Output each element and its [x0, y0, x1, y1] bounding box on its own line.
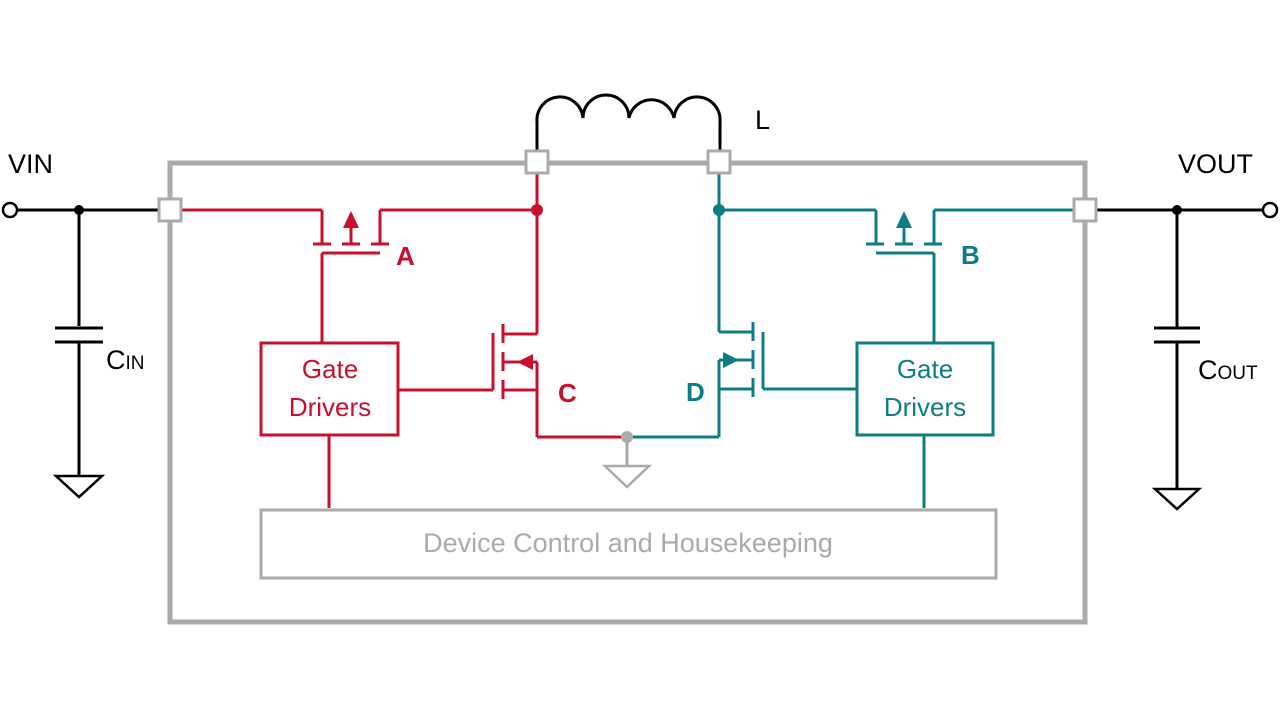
- cout-label-subscript: OUT: [1218, 363, 1259, 384]
- gate-drivers-left-line2: Drivers: [289, 392, 371, 422]
- switch-a-arrow-icon: [343, 211, 359, 228]
- cin-label: CIN: [106, 345, 145, 375]
- cout-label-main: C: [1198, 355, 1218, 385]
- sw1-pin: [524, 149, 550, 175]
- vin-pin: [157, 197, 183, 223]
- teal-wiring: [627, 170, 1077, 508]
- cin-ground-icon: [52, 474, 106, 499]
- ic-package-outline: [167, 160, 1088, 625]
- switch-a-mosfet-icon: [313, 226, 389, 246]
- switch-a-label: A: [396, 241, 415, 271]
- switch-c-label: C: [558, 378, 577, 408]
- pgnd-ground-icon: [601, 464, 653, 489]
- output-side-wiring: [1093, 208, 1263, 490]
- vin-junction-dot: [74, 205, 84, 215]
- vout-label: VOUT: [1178, 149, 1253, 179]
- gate-drivers-left-block: [259, 341, 400, 437]
- vout-pin: [1072, 197, 1098, 223]
- switch-b-mosfet-icon: [866, 226, 942, 246]
- switch-b-arrow-icon: [896, 211, 912, 228]
- vout-junction-dot: [1172, 205, 1182, 215]
- gate-drivers-left-line1: Gate: [302, 354, 358, 384]
- device-control-label: Device Control and Housekeeping: [423, 528, 833, 558]
- inductor-icon: [535, 93, 722, 155]
- gate-drivers-right-line2: Drivers: [884, 392, 966, 422]
- vin-terminal[interactable]: [1, 201, 19, 219]
- cout-label: COUT: [1198, 355, 1258, 385]
- ground-junction-dot: [621, 431, 633, 443]
- gate-drivers-right-block: [855, 341, 995, 437]
- switch-d-arrow-icon: [723, 352, 739, 368]
- red-wiring: [178, 170, 627, 508]
- sw1-node-dot: [531, 204, 543, 216]
- cin-label-main: C: [106, 345, 126, 375]
- cout-capacitor-icon: [1154, 326, 1200, 344]
- sw2-pin: [706, 149, 732, 175]
- cin-label-subscript: IN: [126, 353, 145, 374]
- cout-ground-icon: [1151, 487, 1203, 511]
- cin-capacitor-icon: [55, 326, 103, 344]
- vout-terminal[interactable]: [1261, 201, 1279, 219]
- gate-drivers-right-line1: Gate: [897, 354, 953, 384]
- switch-b-label: B: [961, 240, 980, 270]
- input-side-wiring: [17, 208, 162, 478]
- switch-d-label: D: [686, 377, 705, 407]
- sw2-node-dot: [713, 204, 725, 216]
- device-control-block: [259, 508, 998, 580]
- inductor-label: L: [755, 105, 770, 135]
- switch-c-arrow-icon: [517, 354, 533, 370]
- vin-label: VIN: [8, 149, 53, 179]
